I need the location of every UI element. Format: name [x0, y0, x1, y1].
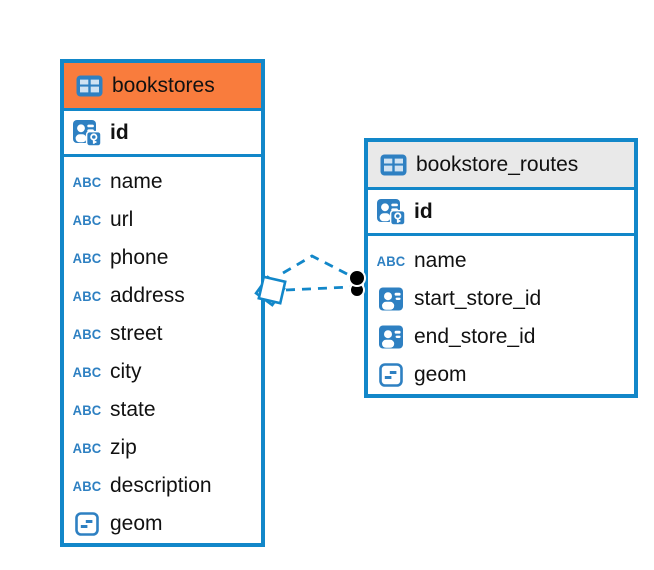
column-row[interactable]: end_store_id [376, 318, 634, 356]
column-row[interactable]: ABC phone [72, 239, 261, 277]
primary-key-icon [376, 198, 406, 226]
column-name: name [414, 249, 467, 272]
column-name: description [110, 474, 212, 497]
column-row[interactable]: geom [376, 356, 634, 394]
column-name: street [110, 322, 163, 345]
text-icon: ABC [72, 478, 102, 494]
table-title: bookstore_routes [416, 152, 579, 176]
relation-line-2[interactable] [285, 285, 352, 292]
column-name: state [110, 398, 156, 421]
text-icon: ABC [72, 288, 102, 304]
text-icon: ABC [72, 212, 102, 228]
relation-target-dot-markers [348, 269, 366, 298]
table-header[interactable]: bookstore_routes [368, 142, 634, 190]
column-name: geom [414, 363, 467, 386]
column-row[interactable]: start_store_id [376, 280, 634, 318]
relation-line-1[interactable] [282, 254, 354, 279]
column-row[interactable]: ABC city [72, 353, 261, 391]
column-row[interactable]: ABC state [72, 391, 261, 429]
column-row[interactable]: ABC name [72, 163, 261, 201]
column-row[interactable]: ABC street [72, 315, 261, 353]
column-row[interactable]: ABC url [72, 201, 261, 239]
column-name: start_store_id [414, 287, 542, 310]
text-icon: ABC [72, 250, 102, 266]
column-row-primary-key[interactable]: id [368, 190, 634, 236]
column-row[interactable]: geom [72, 505, 261, 543]
column-row[interactable]: ABC description [72, 467, 261, 505]
column-row[interactable]: ABC zip [72, 429, 261, 467]
column-name: city [110, 360, 142, 383]
column-name: zip [110, 436, 137, 459]
foreign-key-icon [376, 325, 406, 349]
foreign-key-icon [376, 287, 406, 311]
table-icon [378, 154, 408, 176]
primary-key-icon [72, 119, 102, 147]
text-icon: ABC [72, 174, 102, 190]
geometry-icon [376, 363, 406, 387]
column-row[interactable]: ABC name [376, 242, 634, 280]
column-name: phone [110, 246, 169, 269]
column-name: end_store_id [414, 325, 536, 348]
table-header[interactable]: bookstores [64, 63, 261, 111]
column-row-primary-key[interactable]: id [64, 111, 261, 157]
text-icon: ABC [72, 364, 102, 380]
column-name: address [110, 284, 185, 307]
table-bookstore-routes[interactable]: bookstore_routes id ABC name start_store_i… [364, 138, 638, 398]
column-name: id [414, 199, 433, 223]
column-row[interactable]: ABC address [72, 277, 261, 315]
text-icon: ABC [72, 326, 102, 342]
table-icon [74, 75, 104, 97]
column-name: name [110, 170, 163, 193]
text-icon: ABC [72, 402, 102, 418]
table-title: bookstores [112, 73, 215, 97]
geometry-icon [72, 512, 102, 536]
column-name: geom [110, 512, 163, 535]
column-name: id [110, 120, 129, 144]
column-name: url [110, 208, 134, 231]
text-icon: ABC [376, 253, 406, 269]
text-icon: ABC [72, 440, 102, 456]
